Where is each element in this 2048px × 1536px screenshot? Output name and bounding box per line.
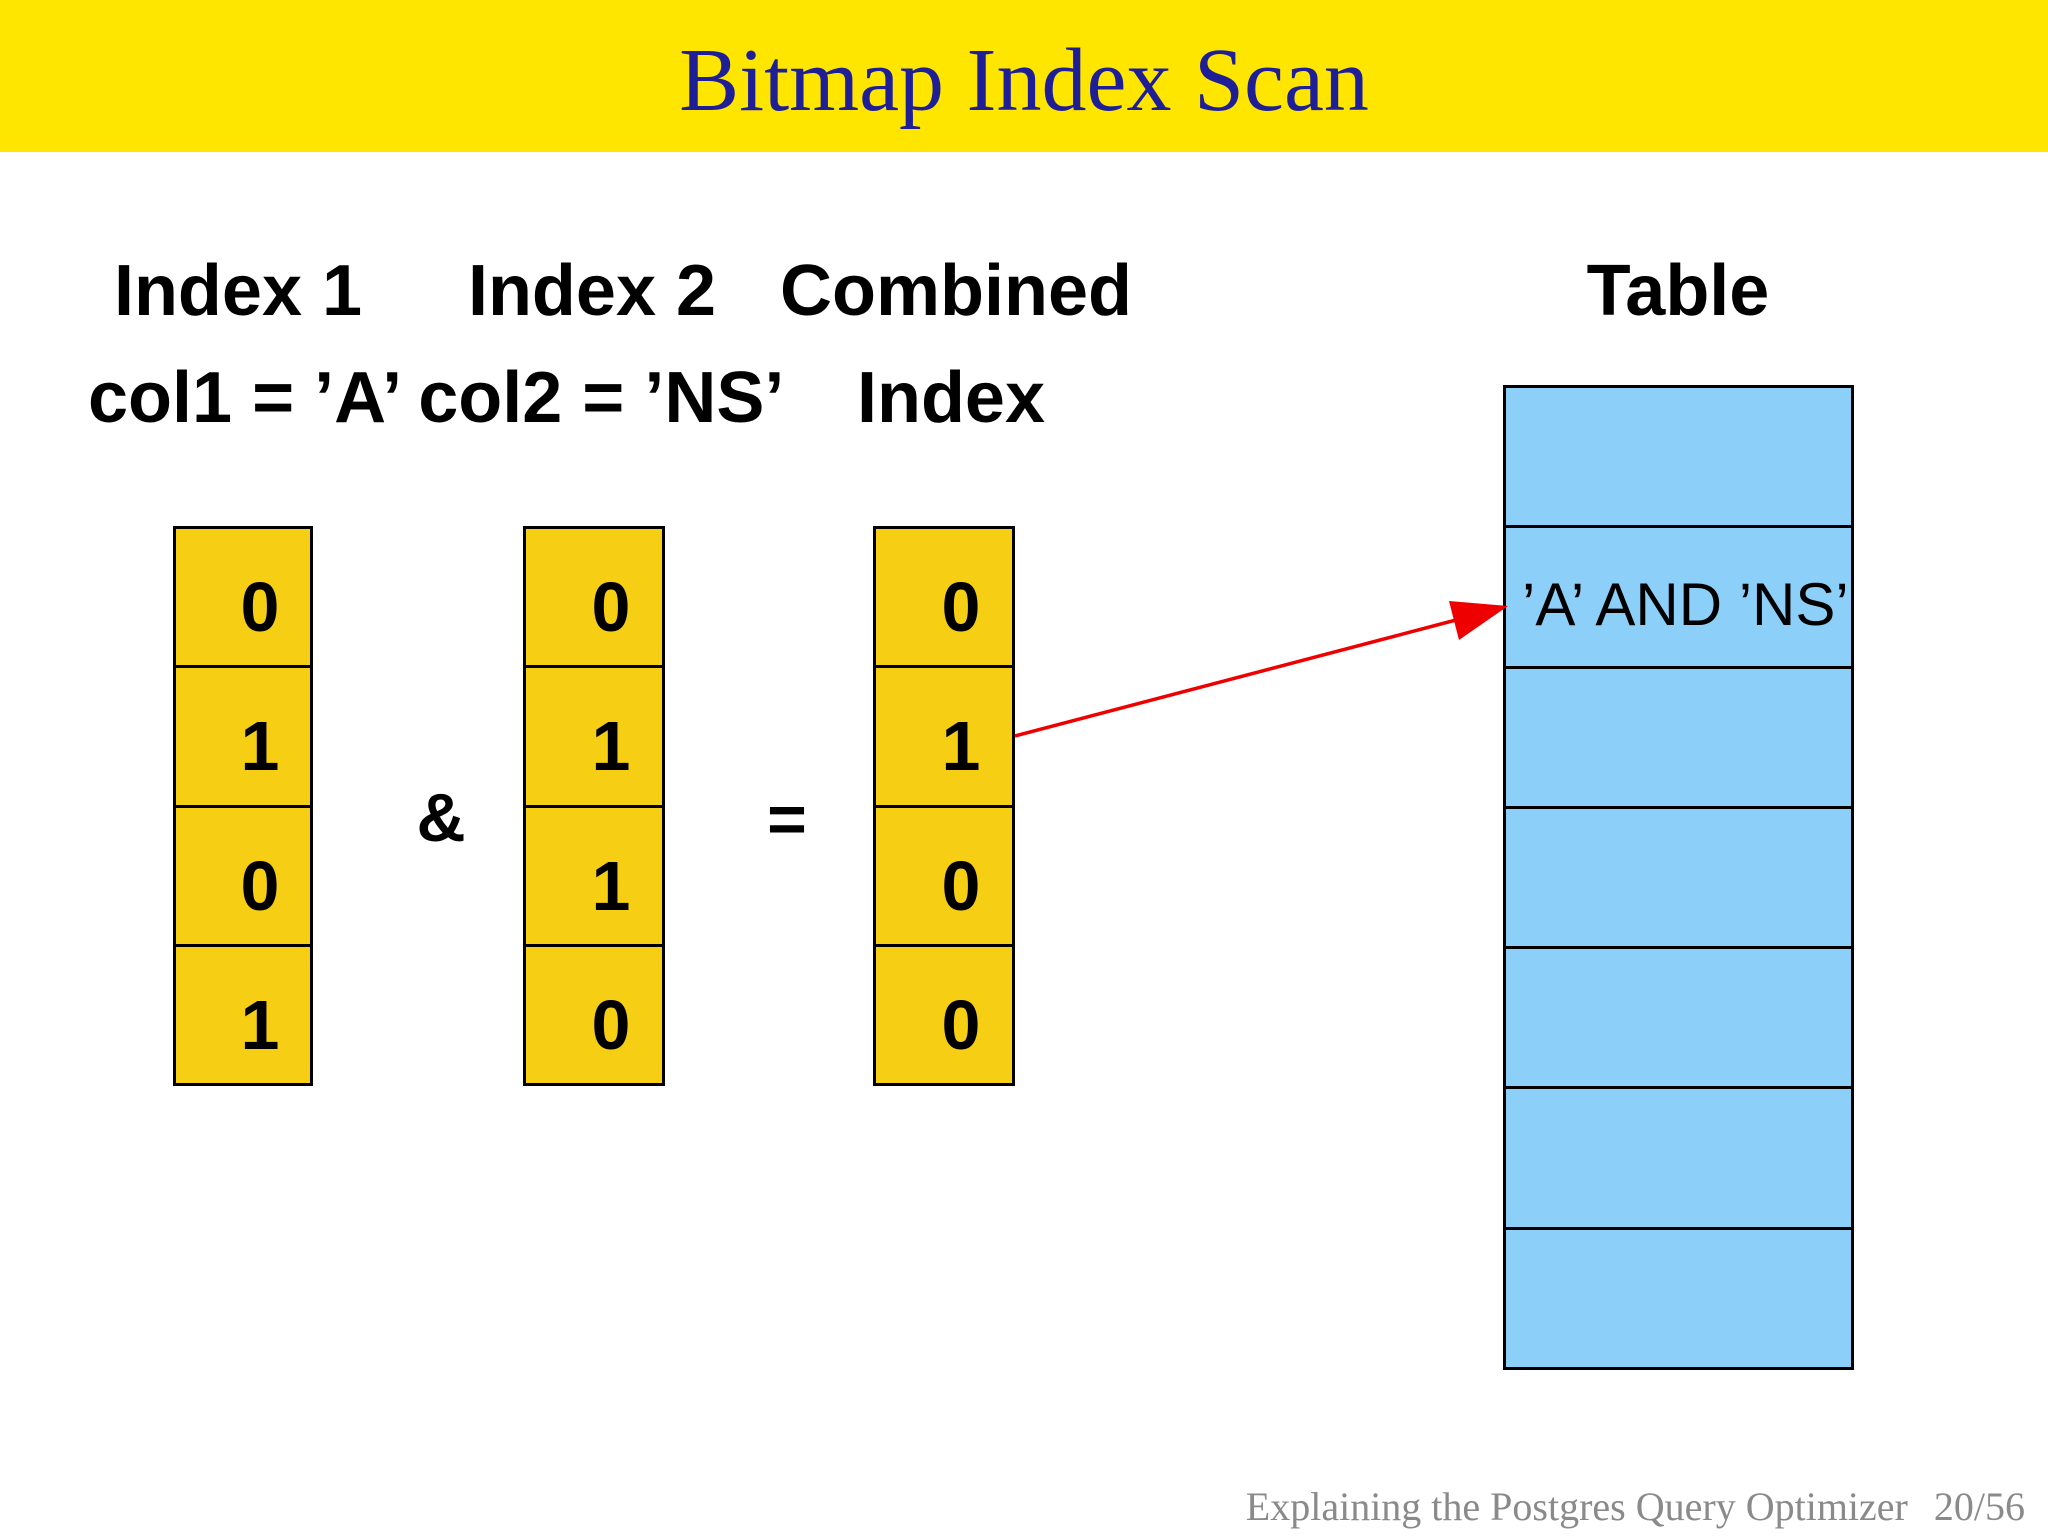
bitmap-cell: 1 xyxy=(526,668,662,808)
bitmap-column-index1: 0 1 0 1 xyxy=(173,526,313,1086)
header-index2: Index 2 xyxy=(467,251,717,331)
header-combined: Combined xyxy=(780,251,1132,331)
bitmap-cell: 0 xyxy=(876,529,1012,669)
bit-value: 0 xyxy=(941,985,981,1064)
page-number: 20/56 xyxy=(1933,1484,2025,1529)
header-index1: Index 1 xyxy=(113,251,363,331)
footer-text: Explaining the Postgres Query Optimizer xyxy=(1245,1484,1908,1529)
table-row xyxy=(1506,1230,1851,1367)
bitmap-cell: 0 xyxy=(876,808,1012,947)
slide-footer: Explaining the Postgres Query Optimizer 2… xyxy=(1246,1487,2025,1527)
header-table: Table xyxy=(1586,251,1770,331)
table-row xyxy=(1506,809,1851,950)
header-conditions: col1 = ’A’ col2 = ’NS’ xyxy=(88,358,785,438)
bit-value: 0 xyxy=(591,985,631,1064)
bitmap-column-index2: 0 1 1 0 xyxy=(523,526,665,1086)
bitmap-cell: 1 xyxy=(876,668,1012,808)
bitmap-cell: 0 xyxy=(526,529,662,669)
bit-value: 0 xyxy=(240,568,280,647)
table-row xyxy=(1506,949,1851,1090)
table-row-matched: ’A’ AND ’NS’ xyxy=(1506,528,1851,669)
bit-value: 0 xyxy=(240,846,280,925)
bit-value: 0 xyxy=(941,846,981,925)
bitmap-cell: 1 xyxy=(176,947,310,1083)
heap-table: ’A’ AND ’NS’ xyxy=(1503,385,1854,1370)
arrow-line xyxy=(1014,618,1457,738)
bit-value: 0 xyxy=(591,568,631,647)
bitmap-cell: 0 xyxy=(176,529,310,669)
and-operator: & xyxy=(416,780,466,856)
bit-value: 1 xyxy=(591,846,631,925)
bit-value: 1 xyxy=(240,985,280,1064)
bitmap-cell: 1 xyxy=(526,808,662,947)
bit-value: 1 xyxy=(240,707,280,786)
bit-value: 0 xyxy=(941,568,981,647)
table-row xyxy=(1506,1089,1851,1230)
arrow-head xyxy=(1449,601,1508,640)
table-row xyxy=(1506,669,1851,809)
bitmap-cell: 1 xyxy=(176,668,310,808)
bitmap-cell: 0 xyxy=(526,947,662,1083)
bitmap-cell: 0 xyxy=(176,808,310,947)
equals-operator: = xyxy=(767,781,807,857)
bit-value: 1 xyxy=(591,707,631,786)
table-row xyxy=(1506,388,1851,529)
bitmap-cell: 0 xyxy=(876,947,1012,1083)
bitmap-column-combined: 0 1 0 0 xyxy=(873,526,1015,1086)
title-band: Bitmap Index Scan xyxy=(0,0,2048,152)
header-combined-index: Index xyxy=(856,358,1046,438)
matched-row-text: ’A’ AND ’NS’ xyxy=(1522,570,1849,638)
bit-value: 1 xyxy=(941,707,981,786)
slide-title: Bitmap Index Scan xyxy=(679,31,1369,130)
